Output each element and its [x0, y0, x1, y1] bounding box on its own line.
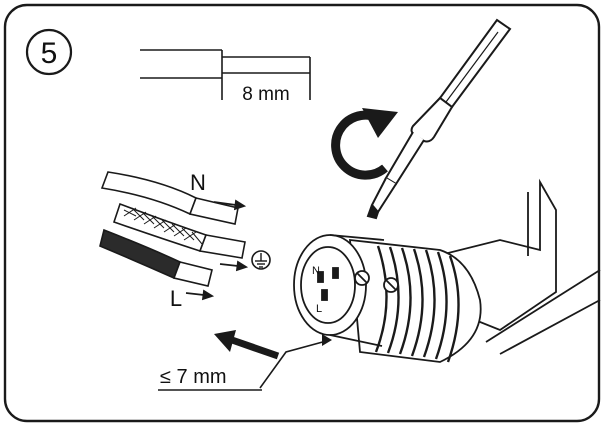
insert-depth-label: ≤ 7 mm [160, 366, 227, 388]
step-number: 5 [41, 37, 58, 70]
wire-neutral [100, 171, 239, 225]
earth-icon [251, 250, 271, 270]
wire-earth [112, 202, 246, 259]
panel-frame [3, 3, 601, 423]
rotate-clockwise-icon [331, 108, 398, 180]
wire-live [99, 228, 213, 287]
neutral-label: N [190, 170, 206, 195]
connector-l-label: L [316, 303, 322, 315]
depth-leader-line [259, 339, 331, 389]
ac-connector [293, 234, 482, 363]
screwdriver [366, 18, 512, 220]
strip-length-diagram [140, 49, 311, 100]
live-label: L [170, 286, 182, 311]
insert-arrow [214, 330, 280, 360]
wire-arrows [185, 199, 249, 301]
step-badge: 5 [25, 28, 73, 76]
connector-n-label: N [312, 265, 320, 277]
strip-length-label: 8 mm [242, 84, 290, 105]
depth-leader-arrow [322, 334, 332, 346]
